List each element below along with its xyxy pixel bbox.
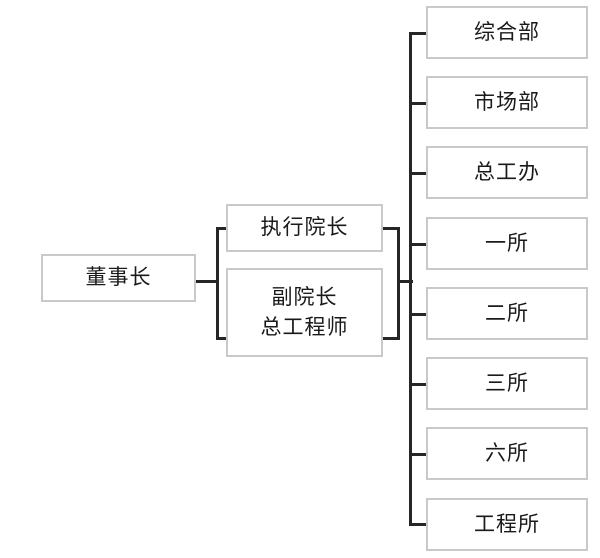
connector-right-bracket-arm-vice: [382, 337, 400, 340]
node-department-1-label: 综合部: [474, 19, 540, 44]
node-department-2[interactable]: 市场部: [426, 76, 588, 129]
node-chairman-label: 董事长: [85, 265, 152, 290]
node-department-4[interactable]: 一所: [426, 217, 588, 270]
node-department-1[interactable]: 综合部: [426, 6, 588, 59]
node-department-3-label: 总工办: [474, 159, 540, 184]
node-department-6-label: 三所: [485, 370, 529, 395]
node-department-3[interactable]: 总工办: [426, 146, 588, 199]
connector-dept-stub-8: [409, 523, 427, 526]
node-department-5-label: 二所: [485, 300, 529, 325]
node-department-7[interactable]: 六所: [426, 427, 588, 480]
node-vice-president-label-line1: 副院长: [271, 284, 338, 309]
node-department-8-label: 工程所: [474, 511, 540, 536]
node-department-6[interactable]: 三所: [426, 357, 588, 410]
connector-left-bracket-arm-vice: [216, 337, 228, 340]
connector-department-trunk: [409, 32, 412, 524]
connector-right-bracket-arm-exec: [382, 227, 400, 230]
connector-left-bracket-arm-exec: [216, 227, 228, 230]
node-vice-president[interactable]: 副院长 总工程师: [226, 268, 383, 357]
node-exec-president-label: 执行院长: [260, 215, 349, 240]
connector-right-bracket-vertical: [397, 227, 400, 340]
connector-dept-stub-6: [409, 383, 427, 386]
connector-dept-stub-1: [409, 32, 427, 35]
connector-left-bracket-vertical: [216, 227, 219, 340]
node-department-4-label: 一所: [485, 230, 529, 255]
node-department-5[interactable]: 二所: [426, 287, 588, 340]
connector-dept-stub-7: [409, 453, 427, 456]
node-exec-president[interactable]: 执行院长: [226, 204, 383, 252]
connector-bracket-to-trunk: [397, 280, 413, 283]
connector-dept-stub-2: [409, 102, 427, 105]
connector-dept-stub-3: [409, 172, 427, 175]
node-vice-president-label-line2: 总工程师: [260, 314, 349, 339]
node-department-2-label: 市场部: [474, 89, 540, 114]
node-chairman[interactable]: 董事长: [41, 254, 196, 302]
connector-chairman-stub: [196, 280, 218, 283]
node-department-7-label: 六所: [485, 440, 529, 465]
node-department-8[interactable]: 工程所: [426, 498, 588, 551]
connector-dept-stub-5: [409, 313, 427, 316]
connector-dept-stub-4: [409, 243, 427, 246]
